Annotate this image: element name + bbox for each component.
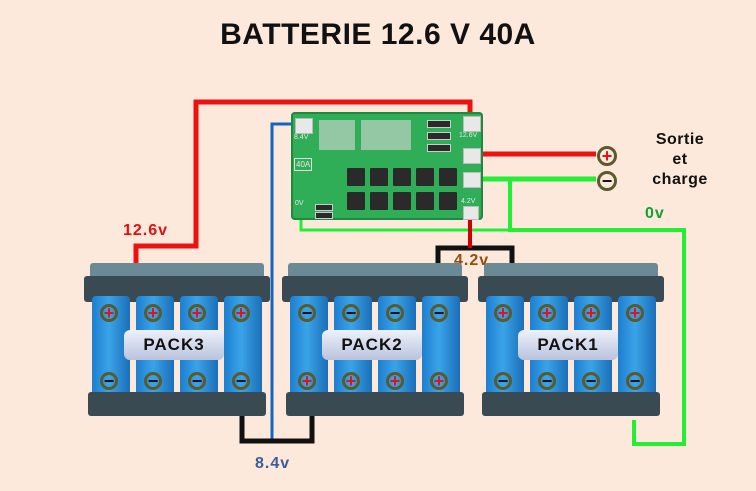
pack-bottom-holder	[482, 392, 660, 416]
output-label-line1: Sortie	[655, 131, 705, 148]
mosfet	[393, 192, 411, 210]
resistor	[427, 120, 451, 128]
wire-bms-0v	[299, 218, 512, 232]
minus-terminal-icon: −	[188, 372, 206, 390]
pack-label: PACK3	[124, 330, 224, 360]
plus-terminal-icon: +	[100, 304, 118, 322]
pad-output-minus	[463, 172, 481, 188]
minus-terminal-icon: −	[582, 372, 600, 390]
smd-components	[319, 120, 355, 150]
mosfet	[370, 168, 388, 186]
resistor	[427, 132, 451, 140]
minus-terminal-icon: −	[100, 372, 118, 390]
mosfet	[347, 168, 365, 186]
plus-terminal-icon: +	[386, 372, 404, 390]
wire-12-6v	[133, 99, 473, 268]
cell: − +	[290, 296, 328, 396]
plus-terminal-icon: +	[232, 304, 250, 322]
output-plus-terminal: +	[597, 146, 617, 166]
cell: + −	[224, 296, 262, 396]
pad-8-4v	[295, 118, 313, 134]
plus-terminal-icon: +	[144, 304, 162, 322]
minus-terminal-icon: −	[494, 372, 512, 390]
pack-top-cover	[90, 263, 264, 279]
output-label-line3: charge	[652, 171, 708, 188]
pack-label: PACK1	[518, 330, 618, 360]
pad-8-4v-label: 8.4V	[294, 134, 309, 141]
pad-12-6v-label: 12.6V	[459, 132, 478, 139]
minus-terminal-icon: −	[298, 304, 316, 322]
pad-0v-label: 0V	[295, 200, 304, 207]
pad-4-2v-label: 4.2V	[461, 198, 476, 205]
cell: − +	[422, 296, 460, 396]
label-0v: 0v	[645, 205, 665, 222]
plus-terminal-icon: +	[494, 304, 512, 322]
mosfet	[439, 192, 457, 210]
output-label-line2: et	[672, 151, 688, 168]
minus-terminal-icon: −	[342, 304, 360, 322]
mosfet	[416, 168, 434, 186]
minus-terminal-icon: −	[626, 372, 644, 390]
pad-4-2v	[463, 206, 479, 220]
link-pack2-pack1	[435, 245, 515, 274]
plus-terminal-icon: +	[582, 304, 600, 322]
smd-components	[361, 120, 411, 150]
plus-terminal-icon: +	[538, 304, 556, 322]
resistor	[427, 144, 451, 152]
pack-top-cover	[484, 263, 658, 279]
label-8-4v: 8.4v	[255, 455, 291, 472]
mosfet	[416, 192, 434, 210]
minus-terminal-icon: −	[386, 304, 404, 322]
output-label: Sortie et charge	[640, 130, 720, 190]
battery-pack-3: + − + − + − + − PACK3	[84, 258, 270, 418]
mosfet	[439, 168, 457, 186]
pack-top-cover	[288, 263, 462, 279]
diagram-title: BATTERIE 12.6 V 40A	[220, 18, 536, 51]
mosfet	[347, 192, 365, 210]
pack-bottom-holder	[286, 392, 464, 416]
minus-terminal-icon: −	[232, 372, 250, 390]
cell: + −	[486, 296, 524, 396]
plus-terminal-icon: +	[626, 304, 644, 322]
minus-terminal-icon: −	[144, 372, 162, 390]
label-12-6v: 12.6v	[123, 222, 169, 239]
mosfet	[393, 168, 411, 186]
battery-pack-1: + − + − + − + − PACK1	[478, 258, 664, 418]
plus-terminal-icon: +	[188, 304, 206, 322]
pack-bottom-holder	[88, 392, 266, 416]
cell: + −	[92, 296, 130, 396]
resistor	[315, 204, 333, 211]
pad-output-plus	[463, 148, 481, 164]
minus-terminal-icon: −	[430, 304, 448, 322]
plus-terminal-icon: +	[298, 372, 316, 390]
output-minus-terminal: −	[597, 171, 617, 191]
pad-12-6v	[463, 116, 481, 132]
wire-8-4v	[270, 122, 296, 442]
mosfet	[370, 192, 388, 210]
cell: + −	[618, 296, 656, 396]
link-pack3-pack2	[239, 416, 315, 444]
label-4-2v: 4.2v	[454, 252, 490, 269]
battery-pack-2: − + − + − + − + PACK2	[282, 258, 468, 418]
minus-terminal-icon: −	[538, 372, 556, 390]
pack-label: PACK2	[322, 330, 422, 360]
plus-terminal-icon: +	[430, 372, 448, 390]
wire-0v	[508, 179, 686, 446]
bms-board: 8.4V 12.6V 4.2V 0V 40A	[291, 112, 483, 220]
rating-label: 40A	[294, 158, 313, 171]
resistor	[315, 212, 333, 219]
plus-terminal-icon: +	[342, 372, 360, 390]
